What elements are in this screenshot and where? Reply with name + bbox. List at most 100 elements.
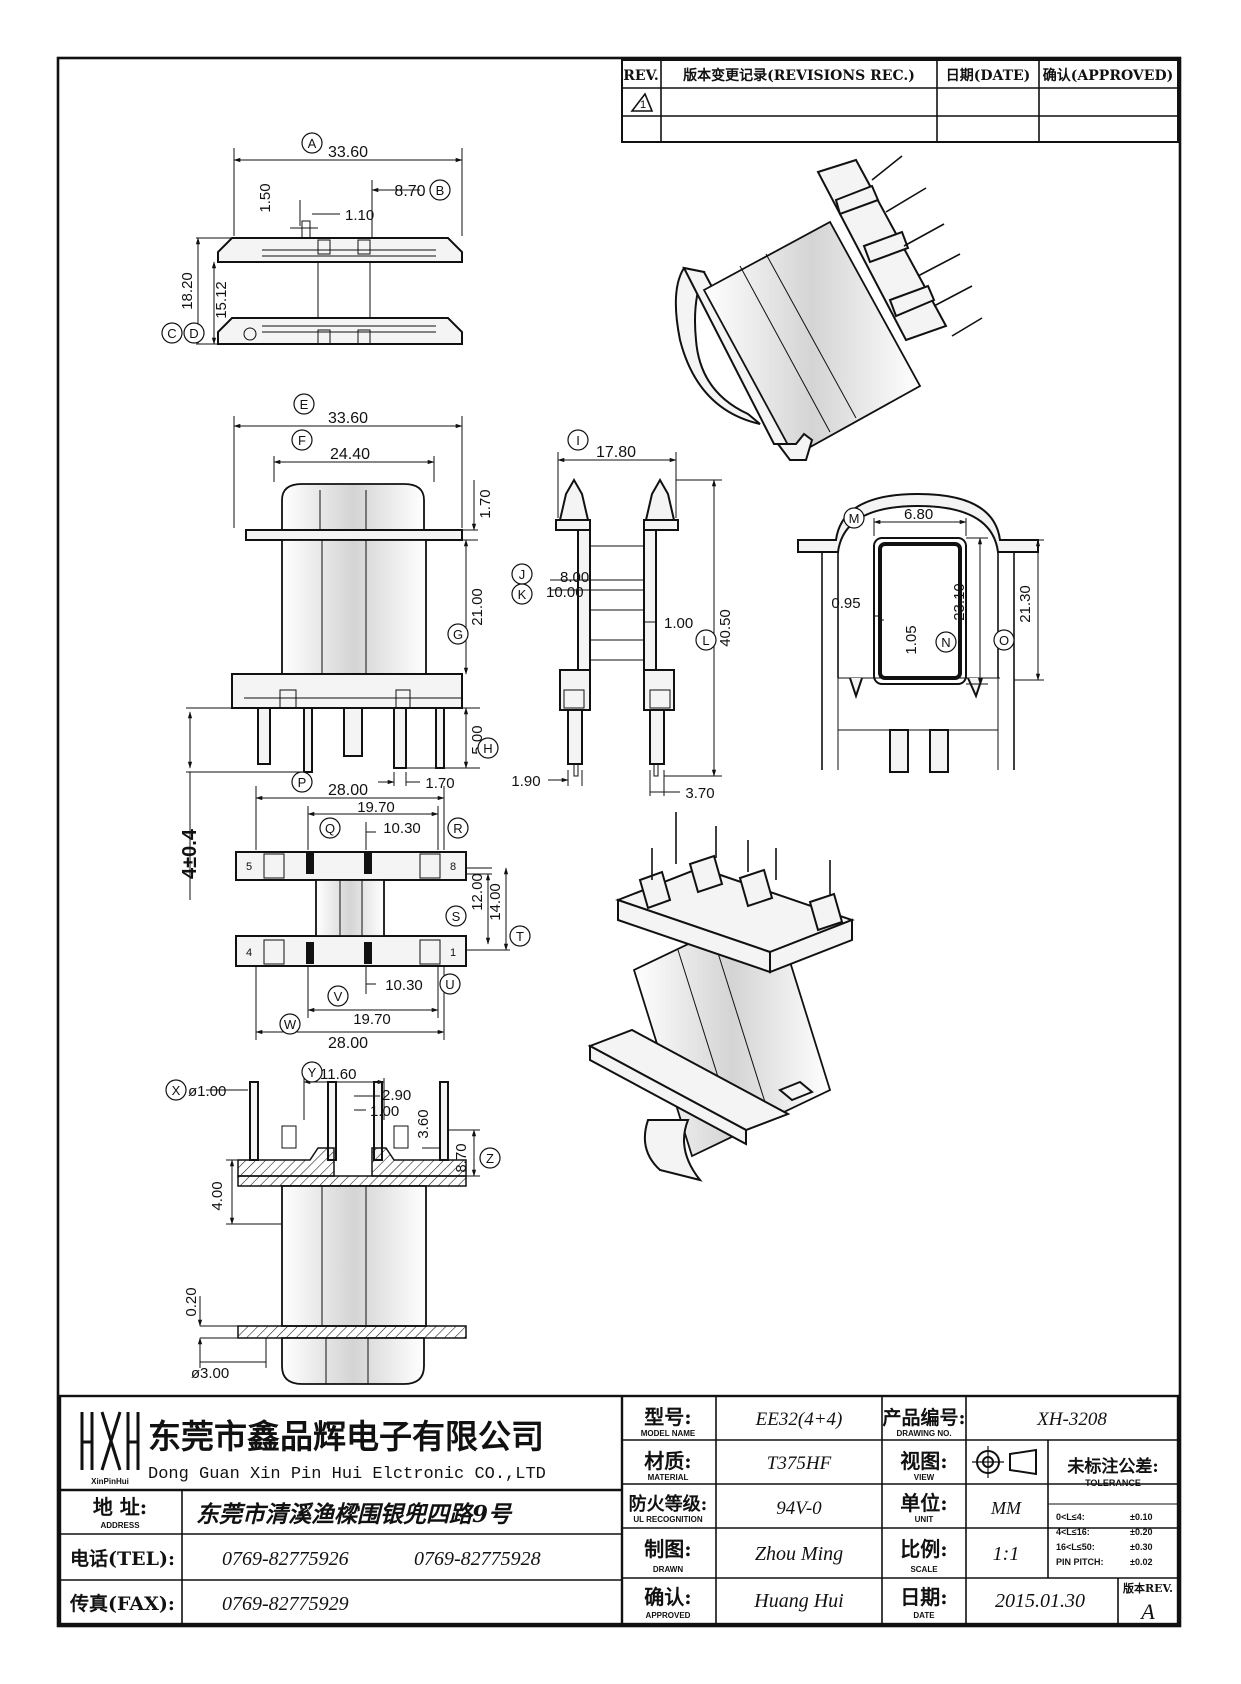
callout-L: L bbox=[695, 629, 717, 651]
dim-0-20: 0.20 bbox=[183, 1287, 200, 1316]
pin-8-label: 8 bbox=[450, 861, 456, 873]
tolerance-table: 0<L≤4: ±0.10 4<L≤16: ±0.20 16<L≤50: ±0.3… bbox=[1056, 1512, 1152, 1567]
dim-1-70-top: 1.70 bbox=[477, 489, 494, 518]
dim-1-00-sec: 1.00 bbox=[370, 1103, 399, 1120]
callout-O: O bbox=[993, 629, 1015, 651]
dim-Z: 8.70 bbox=[453, 1143, 470, 1172]
svg-text:TOLERANCE: TOLERANCE bbox=[1085, 1478, 1141, 1488]
callout-N: N bbox=[935, 631, 957, 653]
dim-1-90: 1.90 bbox=[511, 773, 540, 790]
svg-text:ADDRESS: ADDRESS bbox=[100, 1521, 140, 1530]
svg-text:V: V bbox=[334, 989, 343, 1004]
svg-text:4<L≤16:: 4<L≤16: bbox=[1056, 1527, 1090, 1537]
address-value: 东莞市清溪渔樑围银兜四路9号 bbox=[196, 1501, 513, 1528]
svg-text:Q: Q bbox=[325, 821, 335, 836]
fax-value: 0769-82775929 bbox=[222, 1593, 349, 1615]
dim-M: 6.80 bbox=[904, 506, 933, 523]
svg-text:DRAWING NO.: DRAWING NO. bbox=[896, 1429, 951, 1438]
dim-F: 24.40 bbox=[330, 446, 370, 463]
dim-V: 19.70 bbox=[353, 1011, 391, 1028]
dim-P: 28.00 bbox=[328, 782, 368, 799]
svg-text:B: B bbox=[436, 183, 445, 198]
svg-text:U: U bbox=[445, 977, 454, 992]
svg-text:1: 1 bbox=[640, 99, 646, 111]
scale-value: 1:1 bbox=[993, 1543, 1020, 1565]
dim-U: 10.30 bbox=[385, 977, 423, 994]
tel-label: 电话(TEL): bbox=[70, 1547, 175, 1570]
callout-S: S bbox=[445, 905, 467, 927]
drawing-no-label: 产品编号: bbox=[882, 1406, 965, 1429]
svg-text:L: L bbox=[702, 633, 709, 648]
svg-text:N: N bbox=[941, 635, 950, 650]
svg-text:±0.10: ±0.10 bbox=[1130, 1512, 1152, 1522]
dim-Y: 11.60 bbox=[320, 1066, 356, 1083]
material-label: 材质: bbox=[644, 1449, 691, 1473]
dim-3-70: 3.70 bbox=[685, 785, 714, 802]
svg-text:DRAWN: DRAWN bbox=[653, 1565, 683, 1574]
callout-K: K bbox=[511, 583, 533, 605]
dim-1-05: 1.05 bbox=[903, 625, 920, 654]
company-name-cn: 东莞市鑫品辉电子有限公司 bbox=[148, 1417, 544, 1456]
svg-text:PIN PITCH:: PIN PITCH: bbox=[1056, 1557, 1104, 1567]
callout-V: V bbox=[327, 985, 349, 1007]
pin-1-label: 1 bbox=[450, 947, 456, 959]
callout-D: D bbox=[183, 322, 205, 344]
dim-phi-3-00: ø3.00 bbox=[191, 1365, 229, 1382]
isometric-view-bottom bbox=[587, 812, 855, 1182]
svg-text:O: O bbox=[999, 633, 1009, 648]
svg-text:VIEW: VIEW bbox=[914, 1473, 935, 1482]
callout-B: B bbox=[429, 179, 451, 201]
svg-text:H: H bbox=[483, 741, 492, 756]
dim-2-90: 2.90 bbox=[382, 1087, 411, 1104]
callout-Y: Y bbox=[301, 1061, 323, 1083]
callout-T: T bbox=[509, 925, 531, 947]
svg-text:±0.02: ±0.02 bbox=[1130, 1557, 1152, 1567]
callout-Z: Z bbox=[479, 1147, 501, 1169]
dim-B: 8.70 bbox=[394, 183, 425, 200]
callout-F: F bbox=[291, 429, 313, 451]
svg-text:±0.20: ±0.20 bbox=[1130, 1527, 1152, 1537]
svg-text:MATERIAL: MATERIAL bbox=[648, 1473, 689, 1482]
top-view: 33.60 8.70 1.50 1.10 18.20 15.12 bbox=[179, 144, 463, 345]
svg-text:Y: Y bbox=[308, 1065, 317, 1080]
dim-C: 18.20 bbox=[179, 272, 196, 310]
svg-text:APPROVED: APPROVED bbox=[646, 1611, 691, 1620]
pin-5-label: 5 bbox=[246, 861, 252, 873]
svg-text:DATE: DATE bbox=[913, 1611, 935, 1620]
dim-4-00: 4.00 bbox=[209, 1181, 226, 1210]
tel-2: 0769-82775928 bbox=[414, 1548, 541, 1570]
svg-text:X: X bbox=[172, 1083, 181, 1098]
callout-H: H bbox=[477, 737, 499, 759]
revisions-header: 版本变更记录(REVISIONS REC.) bbox=[683, 67, 915, 84]
dim-3-60: 3.60 bbox=[415, 1109, 432, 1138]
svg-text:XinPinHui: XinPinHui bbox=[91, 1477, 129, 1486]
svg-text:Z: Z bbox=[486, 1151, 494, 1166]
dim-R: 10.30 bbox=[383, 820, 421, 837]
approved-value: Huang Hui bbox=[753, 1590, 843, 1612]
rev-value: A bbox=[1139, 1599, 1155, 1624]
revision-table: REV. 版本变更记录(REVISIONS REC.) 日期(DATE) 确认(… bbox=[621, 59, 1179, 143]
svg-text:M: M bbox=[849, 511, 860, 526]
svg-text:UL RECOGNITION: UL RECOGNITION bbox=[633, 1515, 702, 1524]
side-view: 17.80 8.00 10.00 1.00 40.50 1.90 3.70 bbox=[511, 444, 734, 802]
svg-text:SCALE: SCALE bbox=[910, 1565, 938, 1574]
dim-X: ø1.00 bbox=[188, 1083, 226, 1100]
title-block: XinPinHui 东莞市鑫品辉电子有限公司 Dong Guan Xin Pin… bbox=[58, 1394, 1180, 1626]
callout-X: X bbox=[165, 1079, 187, 1101]
svg-text:G: G bbox=[453, 627, 463, 642]
bottom-view: 5 8 4 1 28.00 19.70 10.30 12.00 14.00 10… bbox=[235, 782, 510, 1052]
dim-J: 8.00 bbox=[560, 569, 589, 586]
dim-G: 21.00 bbox=[469, 588, 486, 626]
approved-header: 确认(APPROVED) bbox=[1043, 67, 1173, 84]
pin-4-label: 4 bbox=[246, 947, 252, 959]
svg-text:P: P bbox=[298, 775, 307, 790]
dim-1-10: 1.10 bbox=[345, 207, 374, 224]
dim-1-50: 1.50 bbox=[257, 183, 274, 212]
svg-text:E: E bbox=[300, 397, 309, 412]
dim-E: 33.60 bbox=[328, 410, 368, 427]
tolerance-label: 未标注公差: bbox=[1066, 1456, 1158, 1477]
callout-E: E bbox=[293, 393, 315, 415]
date-label: 日期: bbox=[900, 1585, 947, 1609]
svg-text:C: C bbox=[167, 326, 176, 341]
rev-header: REV. bbox=[623, 68, 659, 84]
